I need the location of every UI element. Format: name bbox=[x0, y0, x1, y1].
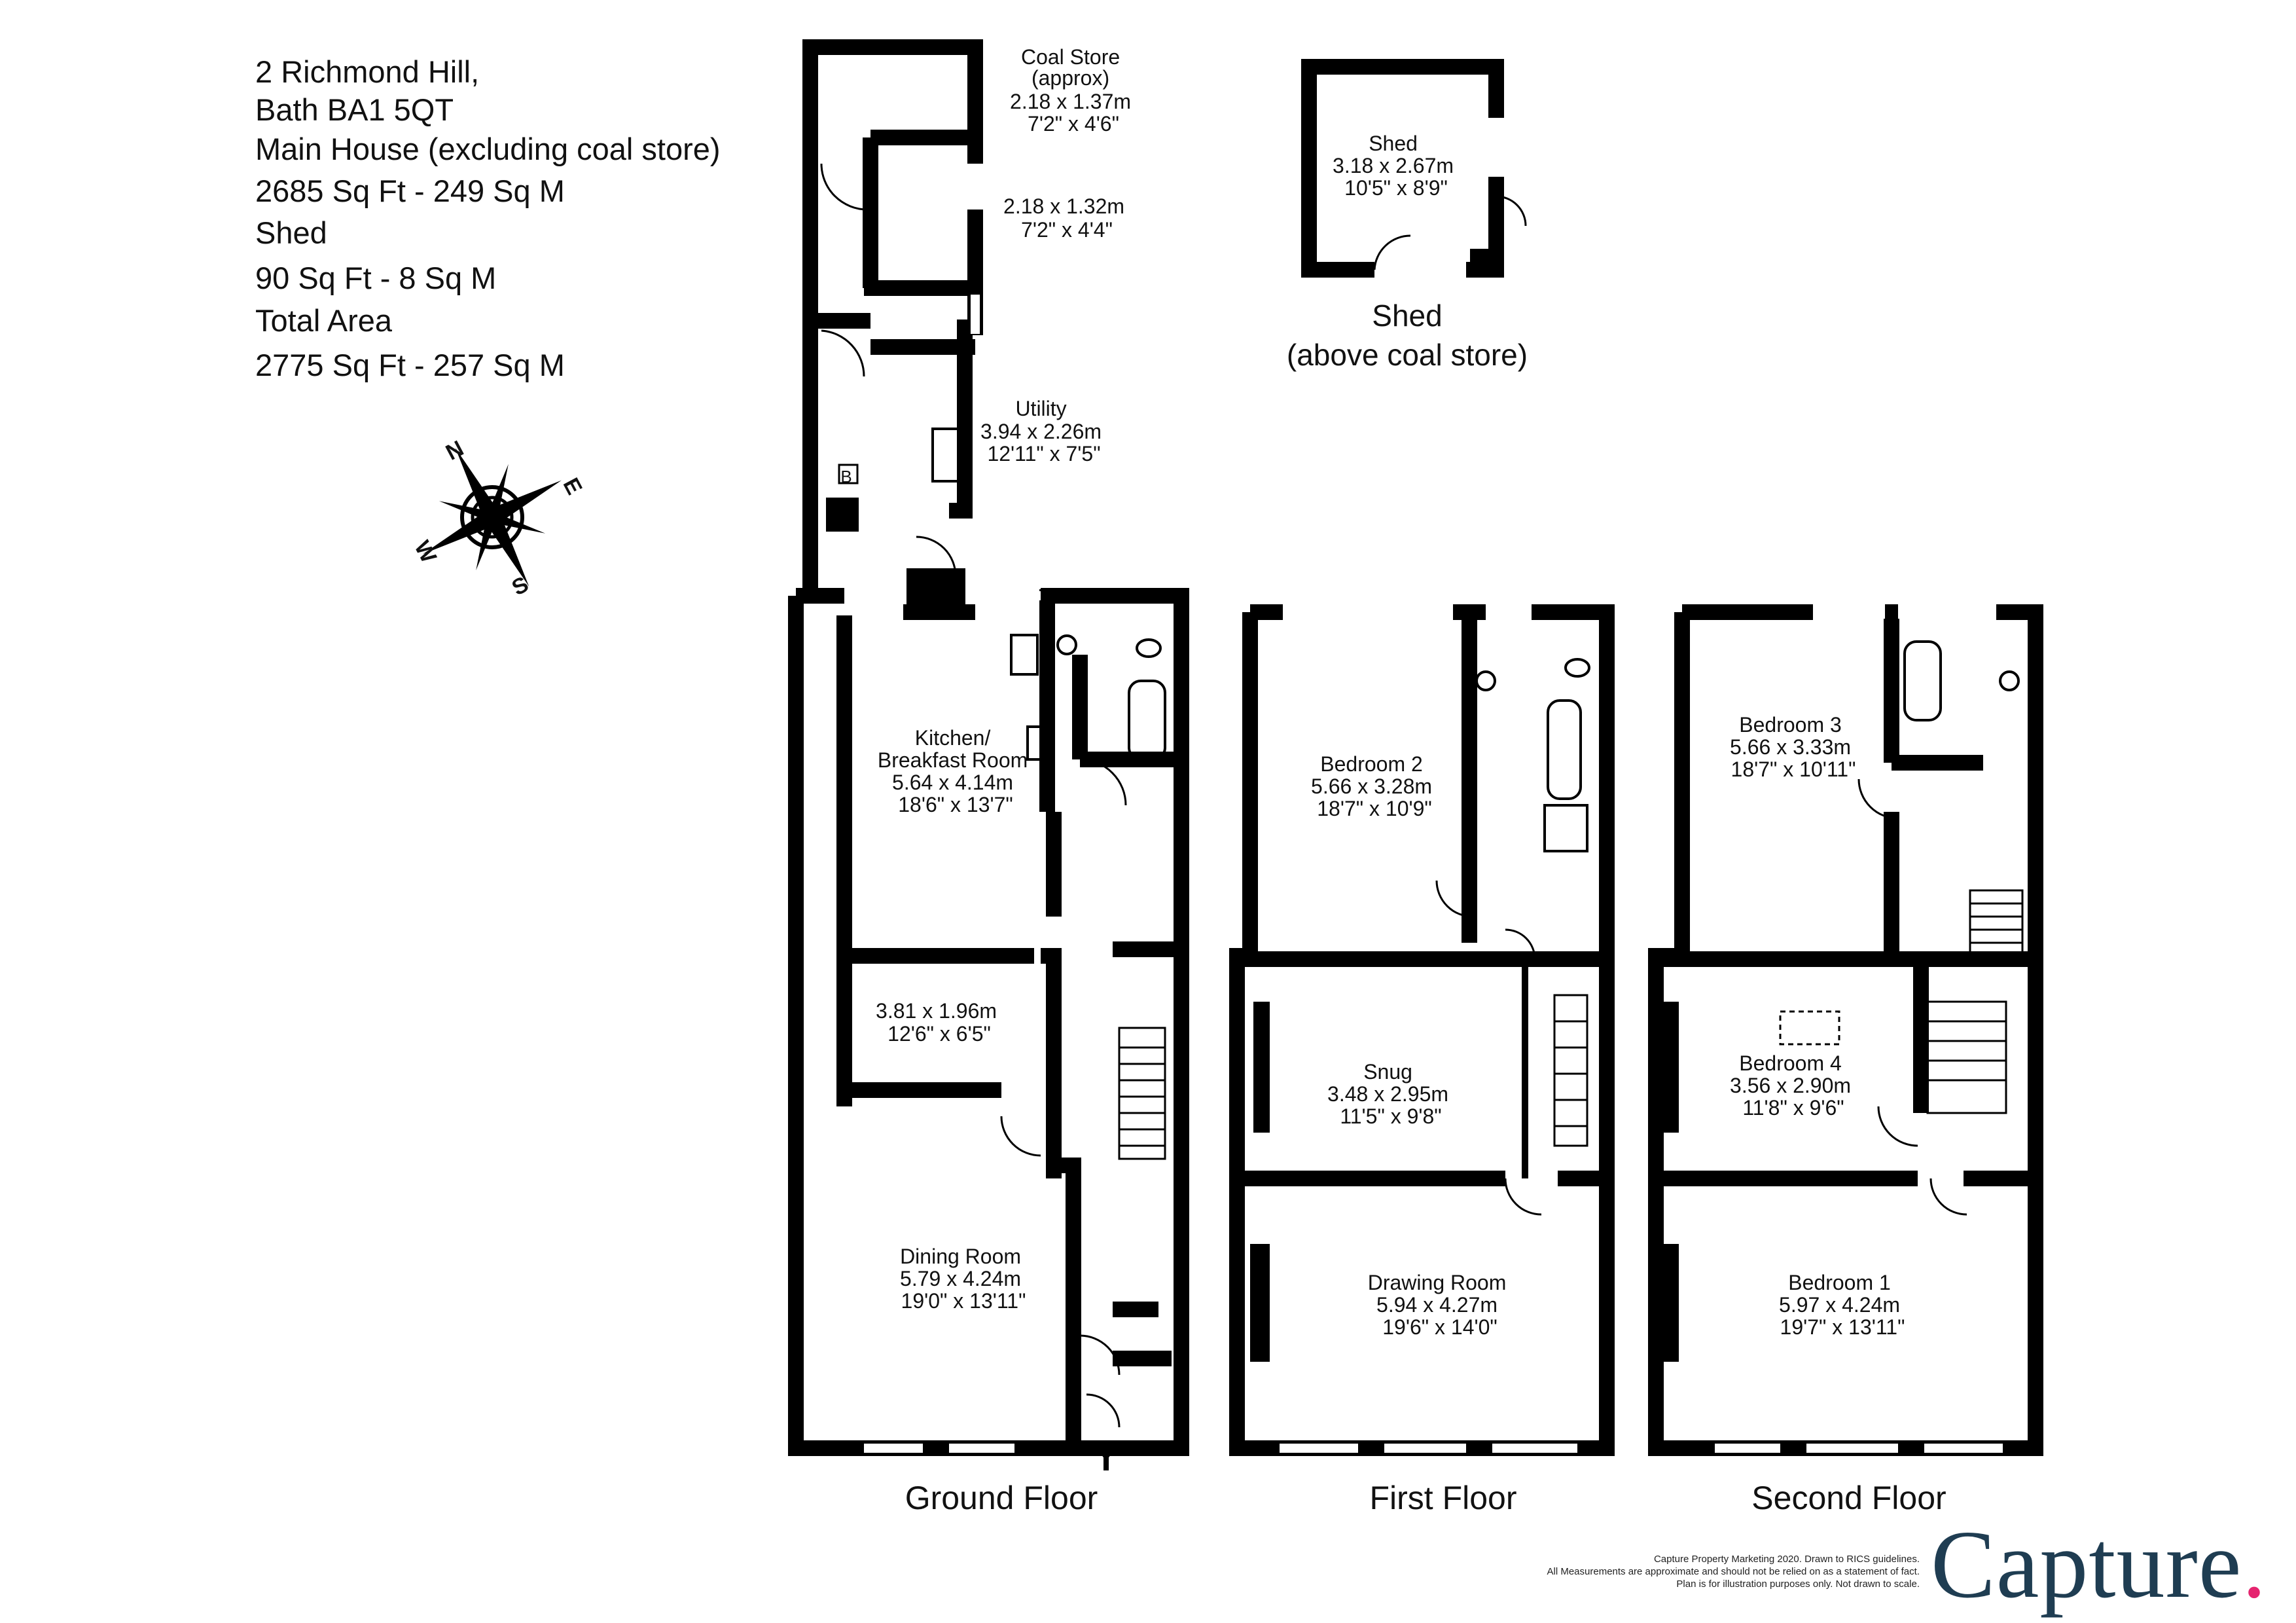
capture-logo-dot: . bbox=[2242, 1511, 2267, 1618]
address-line-2: Bath BA1 5QT bbox=[255, 92, 454, 127]
first-floor-plan bbox=[1229, 604, 1615, 1456]
total-area-label: Total Area bbox=[255, 303, 393, 338]
shed-plan bbox=[1301, 59, 1527, 278]
shed-title: Shed bbox=[1372, 299, 1442, 333]
compass-s-label: S bbox=[508, 572, 533, 600]
address-line-1: 2 Richmond Hill, bbox=[255, 54, 480, 89]
capture-logo: Capture. bbox=[1931, 1509, 2267, 1620]
bedroom-2-label: Bedroom 2 5.66 x 3.28m 18'7" x 10'9" bbox=[1311, 752, 1438, 820]
capture-logo-text: Capture bbox=[1931, 1511, 2242, 1618]
bedroom-4-label: Bedroom 4 3.56 x 2.90m 11'8" x 9'6" bbox=[1730, 1051, 1857, 1120]
compass-rose-icon bbox=[423, 448, 562, 587]
ground-floor-title: Ground Floor bbox=[905, 1480, 1098, 1516]
bedroom-3-label: Bedroom 3 5.66 x 3.33m 18'7" x 10'11" bbox=[1730, 713, 1857, 781]
small-room-label: 3.81 x 1.96m 12'6" x 6'5" bbox=[876, 999, 1003, 1046]
snug-label: Snug 3.48 x 2.95m 11'5" x 9'8" bbox=[1327, 1060, 1454, 1128]
boiler-label: B bbox=[840, 467, 852, 486]
shed-label: Shed bbox=[255, 215, 327, 250]
kitchen-label: Kitchen/ Breakfast Room 5.64 x 4.14m 18'… bbox=[878, 726, 1033, 816]
drawing-room-label: Drawing Room 5.94 x 4.27m 19'6" x 14'0" bbox=[1368, 1271, 1513, 1339]
second-floor-plan bbox=[1648, 604, 2043, 1456]
disclaimer-line-1: Capture Property Marketing 2020. Drawn t… bbox=[1653, 1554, 1920, 1565]
coal-store-label: Coal Store (approx) 2.18 x 1.37m 7'2" x … bbox=[1010, 45, 1137, 136]
utility-label: Utility 3.94 x 2.26m 12'11" x 7'5" bbox=[980, 397, 1107, 465]
shed-area: 90 Sq Ft - 8 Sq M bbox=[255, 261, 497, 295]
compass-e-label: E bbox=[558, 474, 587, 499]
total-area: 2775 Sq Ft - 257 Sq M bbox=[255, 348, 565, 382]
shed-room-label: Shed 3.18 x 2.67m 10'5" x 8'9" bbox=[1333, 132, 1460, 200]
bedroom-1-label: Bedroom 1 5.97 x 4.24m 19'7" x 13'11" bbox=[1779, 1271, 1906, 1339]
disclaimer: Capture Property Marketing 2020. Drawn t… bbox=[1547, 1553, 1920, 1590]
main-house-label: Main House (excluding coal store) bbox=[255, 132, 721, 166]
compass-w-label: W bbox=[409, 537, 441, 568]
shed-subtitle: (above coal store) bbox=[1287, 338, 1528, 372]
disclaimer-line-3: Plan is for illustration purposes only. … bbox=[1676, 1578, 1920, 1590]
main-house-area: 2685 Sq Ft - 249 Sq M bbox=[255, 173, 565, 208]
disclaimer-line-2: All Measurements are approximate and sho… bbox=[1547, 1566, 1920, 1577]
ground-floor-plan bbox=[788, 39, 1189, 1470]
first-floor-title: First Floor bbox=[1370, 1480, 1517, 1516]
second-floor-title: Second Floor bbox=[1751, 1480, 1946, 1516]
store-room-label: 2.18 x 1.32m 7'2" x 4'4" bbox=[1003, 194, 1130, 242]
dining-room-label: Dining Room 5.79 x 4.24m 19'0" x 13'11" bbox=[900, 1245, 1027, 1313]
